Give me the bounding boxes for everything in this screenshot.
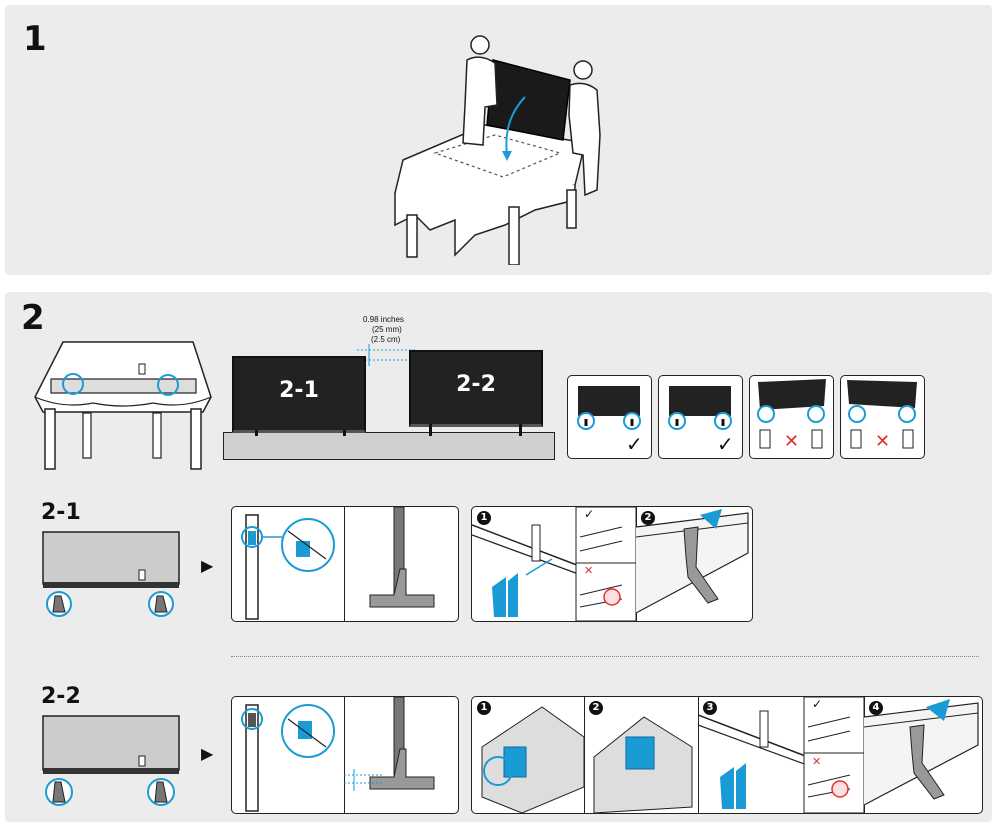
placement-wrong-1: ✕ [749, 375, 834, 459]
step-2-number: 2 [21, 298, 45, 338]
tv-2-2 [409, 350, 543, 427]
instruction-box-2-1a [231, 506, 459, 622]
check-icon: ✓ [626, 432, 643, 456]
cross-icon: ✕ [584, 564, 594, 577]
instruction-box-2-2a [231, 696, 459, 814]
sub-step-2-1-title: 2-1 [41, 500, 81, 525]
measurement-mm: (25 mm) [372, 325, 402, 334]
cross-icon: ✕ [875, 431, 891, 452]
check-icon: ✓ [584, 507, 595, 521]
check-icon: ✓ [812, 697, 823, 711]
step-1-panel: 1 [5, 5, 992, 275]
measurement-inches: 0.98 inches [363, 315, 404, 324]
height-difference-marker [357, 344, 415, 366]
step-1-badge: 1 [477, 701, 491, 715]
section-divider [231, 656, 979, 657]
play-arrow-icon: ▶ [201, 556, 214, 575]
sub-step-2-2-title: 2-2 [41, 684, 81, 709]
tv-2-2-label: 2-2 [456, 372, 496, 397]
tv-back-with-stands-2-2 [42, 715, 180, 806]
step-2-badge: 2 [589, 701, 603, 715]
play-arrow-icon: ▶ [201, 744, 214, 763]
tv-2-1-foot-left [255, 430, 258, 436]
cross-icon: ✕ [784, 431, 800, 452]
measurement-cm: (2.5 cm) [371, 335, 401, 344]
instruction-box-2-1b: 1 ✓ ✕ 2 [471, 506, 753, 622]
tv-2-2-foot-right [519, 424, 522, 436]
step-1-number: 1 [23, 19, 47, 59]
two-people-placing-tv-illustration [394, 35, 601, 265]
step-4-badge: 4 [869, 701, 883, 715]
tv-2-1-foot-right [343, 430, 346, 436]
tv-face-down-on-table-illustration [34, 341, 212, 470]
tv-2-1 [232, 356, 366, 433]
placement-wrong-2: ✕ [840, 375, 925, 459]
placement-correct-2: ✓ [658, 375, 743, 459]
tv-2-2-foot-left [429, 424, 432, 436]
instruction-box-2-2b: 1 2 3 ✓ ✕ [471, 696, 983, 814]
step-2-panel: 2 0.98 inches (25 mm) (2.5 cm) 2-1 2-2 ✓… [5, 292, 992, 822]
step-1-badge: 1 [477, 511, 491, 525]
tv-2-1-label: 2-1 [279, 378, 319, 403]
placement-correct-1: ✓ [567, 375, 652, 459]
step-3-badge: 3 [703, 701, 717, 715]
cross-icon: ✕ [812, 755, 822, 768]
tv-bench [223, 432, 555, 460]
check-icon: ✓ [717, 432, 734, 456]
step-2-badge: 2 [641, 511, 655, 525]
tv-back-with-stands-2-1 [42, 531, 180, 617]
